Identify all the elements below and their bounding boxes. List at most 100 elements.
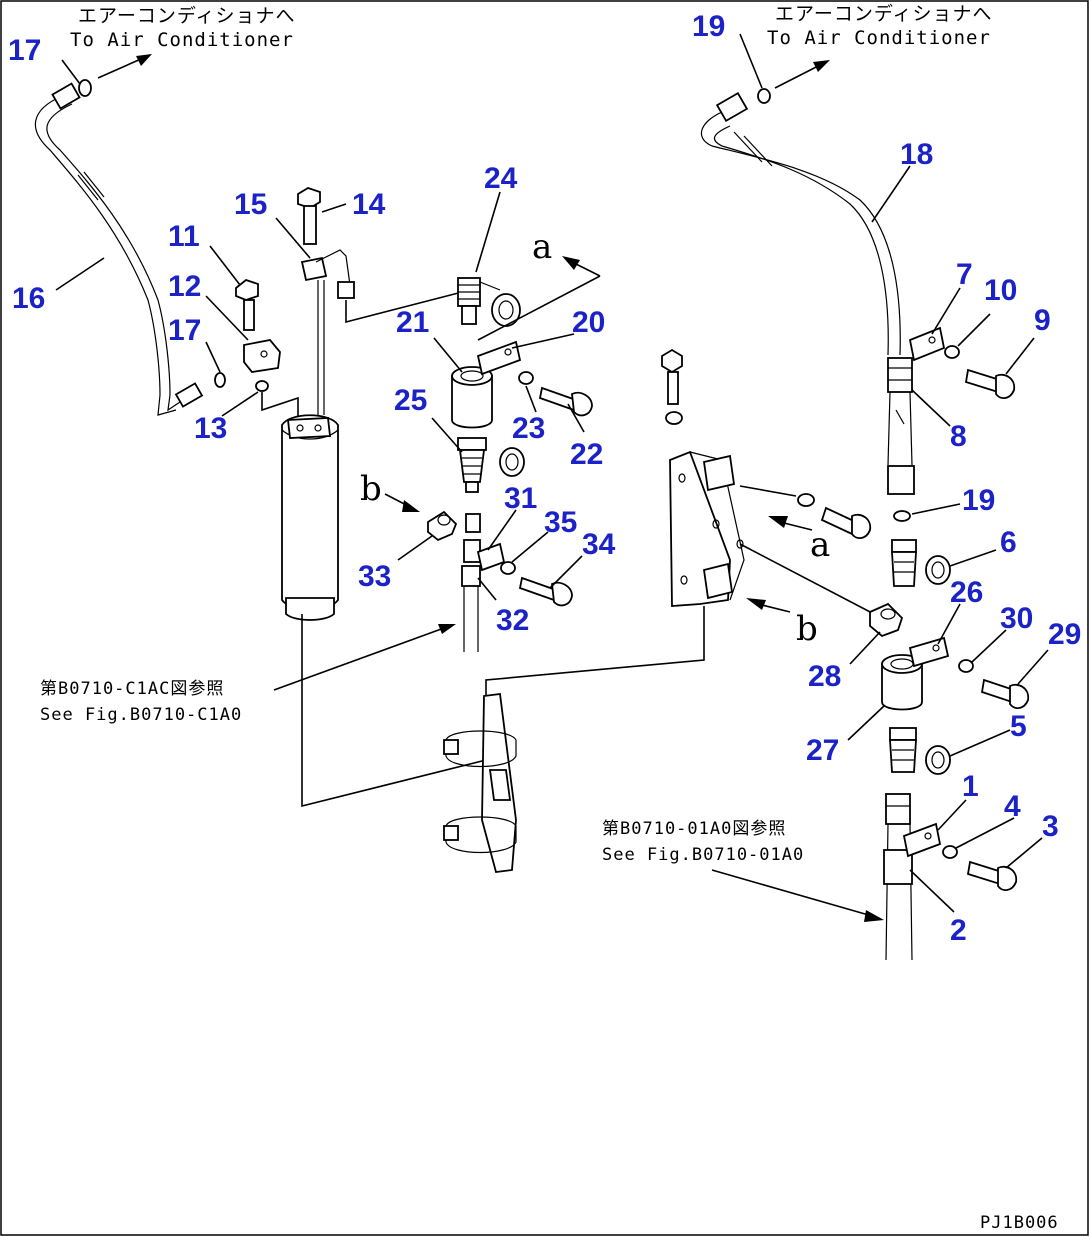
callout-34: 34 [582, 528, 616, 561]
arrow-a-plate [768, 516, 813, 531]
callout-31: 31 [504, 482, 537, 515]
view-label-a-plate: a [810, 525, 830, 565]
outline-line-2 [301, 614, 487, 808]
callout-26: 26 [950, 576, 983, 609]
callout-35: 35 [544, 506, 577, 539]
clamp-1 [902, 822, 942, 858]
hose-16 [34, 79, 204, 416]
arrow-to-ac-left [97, 54, 152, 79]
view-label-a-top: a [532, 227, 552, 267]
washer-10 [944, 345, 960, 359]
callout-1: 1 [962, 770, 979, 803]
callout-8: 8 [950, 420, 967, 453]
note-left-en: To Air Conditioner [70, 29, 294, 51]
drawing-code: PJ1B006 [980, 1213, 1059, 1233]
oring-17 [214, 372, 226, 388]
ref2-arrow [711, 869, 884, 922]
callout-15: 15 [234, 188, 267, 221]
leader-plate-28 [739, 543, 875, 615]
leaders [55, 33, 1049, 913]
callout-17-mid: 17 [168, 314, 201, 347]
valve-6 [891, 539, 951, 587]
pipe-32 [461, 513, 506, 652]
callout-27: 27 [806, 734, 839, 767]
callout-16: 16 [12, 282, 45, 315]
ref2-en: See Fig.B0710-01A0 [602, 845, 804, 865]
ref2-jp: 第B0710-01A0図参照 [602, 819, 786, 839]
note-right-en: To Air Conditioner [767, 27, 991, 49]
bracket-15 [300, 249, 355, 415]
bolt-top-plate [661, 348, 683, 425]
callout-18: 18 [900, 138, 933, 171]
washer-30 [958, 659, 974, 673]
ref1-en: See Fig.B0710-C1A0 [40, 705, 242, 725]
oring-19-lower [893, 510, 911, 522]
callout-21: 21 [396, 306, 429, 339]
bolt-29 [980, 678, 1030, 709]
valve-24 [457, 277, 521, 327]
pipe-2 [883, 793, 913, 961]
leader-13 [261, 392, 299, 422]
line-15-to-24 [345, 289, 471, 324]
bracket-26 [908, 636, 950, 668]
arrow-a-top [477, 256, 601, 341]
oring-13 [255, 380, 269, 392]
bolt-34 [518, 576, 573, 607]
callout-17-top: 17 [8, 34, 41, 67]
callout-5: 5 [1010, 710, 1027, 743]
clamp-7 [908, 326, 946, 362]
bolt-9 [964, 368, 1016, 399]
callout-9: 9 [1034, 304, 1051, 337]
washer-4 [942, 845, 958, 859]
callout-2: 2 [950, 914, 967, 947]
view-label-b-left: b [360, 469, 382, 509]
callout-30: 30 [1000, 602, 1033, 635]
note-left-jp: エアーコンディショナへ [78, 5, 296, 27]
bolt-14 [297, 187, 321, 245]
sleeve-33 [427, 510, 458, 542]
callout-7: 7 [956, 258, 973, 291]
callout-32: 32 [496, 604, 529, 637]
callout-25: 25 [394, 384, 427, 417]
hose-18 [700, 88, 901, 356]
callout-20: 20 [572, 306, 605, 339]
washer-23 [518, 371, 534, 385]
callout-10: 10 [984, 274, 1017, 307]
arrow-b-left [384, 493, 420, 512]
callout-28: 28 [808, 660, 841, 693]
callout-13: 13 [194, 412, 227, 445]
leader-plate-washer [739, 485, 797, 497]
valve-25 [457, 437, 525, 493]
callout-3: 3 [1042, 810, 1059, 843]
callout-23: 23 [512, 412, 545, 445]
arrow-to-ac-right [774, 60, 830, 89]
bolt-11 [235, 278, 259, 331]
callout-33: 33 [358, 560, 391, 593]
receiver-dryer [281, 414, 339, 621]
callout-6: 6 [1000, 526, 1017, 559]
callout-12: 12 [168, 270, 201, 303]
view-label-b-plate: b [796, 609, 818, 649]
outline-line-1 [485, 606, 705, 700]
block-12 [243, 339, 281, 373]
callout-14: 14 [352, 188, 386, 221]
valve-5 [889, 727, 951, 775]
washer-bolt-a [797, 493, 872, 539]
callout-29: 29 [1048, 618, 1081, 651]
callout-11: 11 [168, 220, 200, 253]
callout-24: 24 [484, 162, 518, 195]
note-right-jp: エアーコンディショナへ [775, 3, 993, 25]
callout-22: 22 [570, 438, 603, 471]
hose-end-8 [887, 357, 915, 495]
lower-mount [443, 692, 517, 873]
bolt-22 [538, 386, 593, 417]
arrow-b-plate [746, 598, 791, 613]
callout-19-top: 19 [692, 10, 725, 43]
ref1-jp: 第B0710-C1AC図参照 [40, 679, 224, 699]
washer-35 [500, 561, 516, 575]
mounting-plate [669, 450, 745, 607]
clamp-21 [451, 366, 493, 429]
